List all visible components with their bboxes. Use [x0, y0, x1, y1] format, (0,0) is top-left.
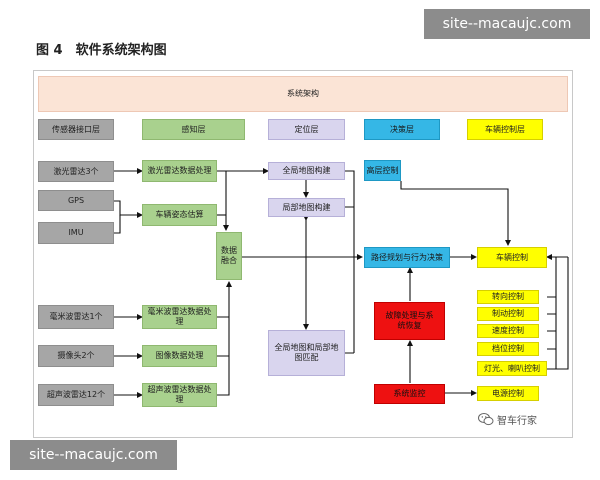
sensor-lidar: 激光雷达3个 [38, 161, 114, 182]
arrow-gps-pose [114, 200, 143, 218]
sensor-imu: IMU [38, 222, 114, 244]
arrow-highlevel-vehicle [400, 181, 511, 246]
sensor-gps: GPS [38, 190, 114, 211]
brand-mark: 智车行家 [478, 410, 564, 428]
wechat-icon [478, 413, 494, 426]
local-map-building: 局部地图构建 [268, 198, 345, 217]
power-control: 电源控制 [477, 386, 539, 401]
global-map-building: 全局地图构建 [268, 162, 345, 180]
sensor-ultrasonic: 超声波雷达12个 [38, 384, 114, 406]
vehicle-pose-estimation: 车辆姿态估算 [142, 204, 217, 226]
system-architecture-header: 系统架构 [38, 76, 568, 112]
brand-text: 智车行家 [497, 415, 537, 427]
sensor-mmwave: 毫米波雷达1个 [38, 305, 114, 329]
ultrasonic-data-processing: 超声波雷达数据处理 [142, 383, 217, 407]
layer-sensor-label: 传感器接口层 [38, 119, 114, 140]
image-data-processing: 图像数据处理 [142, 345, 217, 367]
arrow-feedback-vehicle [547, 257, 569, 370]
arrow-vehicle-subcontrols [547, 256, 557, 370]
sensor-camera: 摄像头2个 [38, 345, 114, 367]
system-monitoring: 系统监控 [374, 384, 445, 404]
layer-localization-label: 定位层 [268, 119, 345, 140]
speed-control: 速度控制 [477, 324, 539, 338]
watermark-top: site--macaujc.com [424, 9, 590, 39]
lidar-data-processing: 激光雷达数据处理 [142, 160, 217, 182]
global-local-map-matching: 全局地图和局部地图匹配 [268, 330, 345, 376]
mmwave-data-processing: 毫米波雷达数据处理 [142, 305, 217, 329]
arrow-imu-pose [114, 215, 121, 234]
figure-title: 图 4 软件系统架构图 [36, 43, 167, 58]
high-level-control: 高层控制 [364, 160, 401, 181]
light-horn-control: 灯光、喇叭控制 [477, 361, 547, 376]
layer-decision-label: 决策层 [364, 119, 440, 140]
arrow-lower-fusion [217, 282, 229, 396]
gear-control: 档位控制 [477, 342, 539, 356]
vehicle-control: 车辆控制 [477, 247, 547, 268]
data-fusion: 数据融合 [216, 232, 242, 280]
watermark-bottom: site--macaujc.com [10, 440, 177, 470]
fault-handling-recovery: 故障处理与系统恢复 [374, 302, 445, 340]
layer-perception-label: 感知层 [142, 119, 245, 140]
layer-vehicle-control-label: 车辆控制层 [467, 119, 543, 140]
bracket-localization [345, 170, 355, 354]
steering-control: 转向控制 [477, 290, 539, 304]
braking-control: 制动控制 [477, 307, 539, 321]
path-planning-decision: 路径规划与行为决策 [364, 247, 450, 268]
